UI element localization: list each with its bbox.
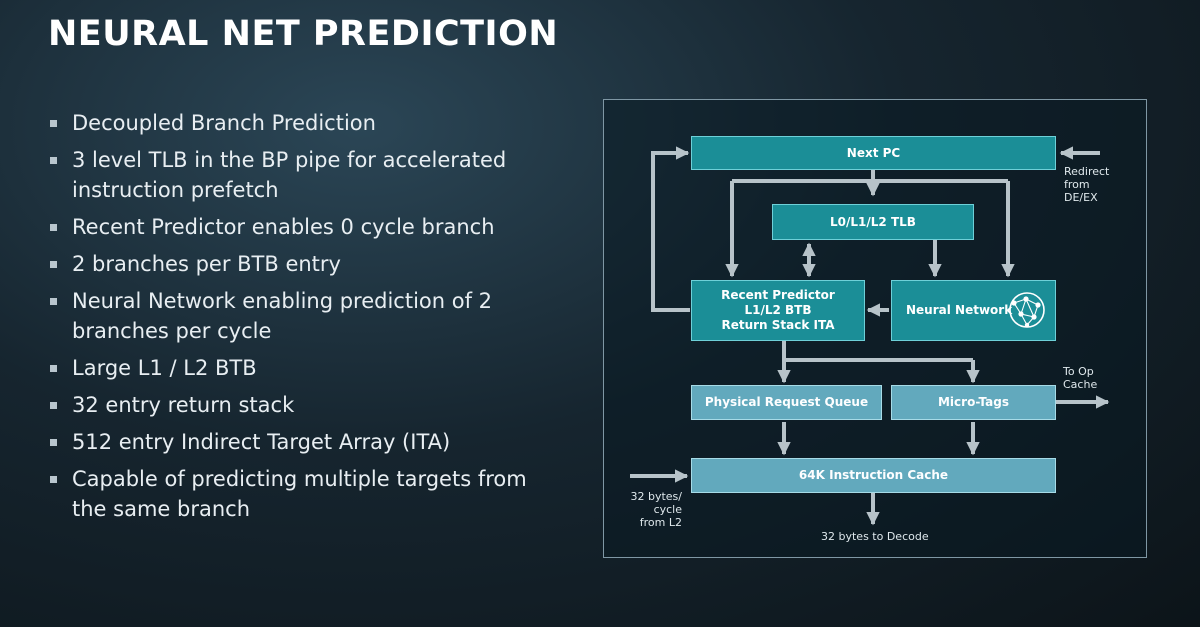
bullet-marker: [50, 298, 57, 305]
bullet-text: Neural Network enabling prediction of 2 …: [72, 289, 493, 343]
instruction-cache-label: 64K Instruction Cache: [798, 468, 949, 482]
micro-tags-label: Micro-Tags: [937, 395, 1009, 409]
bullet-marker: [50, 224, 57, 231]
to-op-cache-note: To Op Cache: [1063, 365, 1097, 391]
bullet-item: Recent Predictor enables 0 cycle branch: [48, 212, 528, 242]
l2-bytes-note: 32 bytes/ cycle from L2: [616, 490, 682, 529]
bullet-marker: [50, 157, 57, 164]
redirect-line: from: [1064, 178, 1090, 191]
bullet-text: 2 branches per BTB entry: [72, 252, 341, 276]
bullet-text: Recent Predictor enables 0 cycle branch: [72, 215, 495, 239]
to-op-line: To Op: [1063, 365, 1094, 378]
physical-request-queue-block: Physical Request Queue: [691, 385, 882, 420]
tlb-label: L0/L1/L2 TLB: [830, 214, 916, 229]
return-stack-label: Return Stack ITA: [721, 318, 835, 332]
tlb-block: L0/L1/L2 TLB: [772, 204, 974, 240]
redirect-note: Redirect from DE/EX: [1064, 165, 1109, 204]
bullet-text: 512 entry Indirect Target Array (ITA): [72, 430, 451, 454]
bullet-text: 3 level TLB in the BP pipe for accelerat…: [72, 148, 507, 202]
recent-predictor-label: Recent Predictor: [721, 288, 835, 302]
slide-title: NEURAL NET PREDICTION: [48, 14, 559, 54]
redirect-line: DE/EX: [1064, 191, 1098, 204]
decode-label: 32 bytes to Decode: [821, 530, 929, 543]
bullet-item: Neural Network enabling prediction of 2 …: [48, 286, 528, 346]
l2-bytes-line: cycle: [653, 503, 682, 516]
bullet-text: 32 entry return stack: [72, 393, 295, 417]
l2-bytes-line: from L2: [639, 516, 682, 529]
btb-label: L1/L2 BTB: [744, 303, 812, 317]
bullet-marker: [50, 365, 57, 372]
bullet-marker: [50, 261, 57, 268]
micro-tags-block: Micro-Tags: [891, 385, 1056, 420]
bullet-item: 3 level TLB in the BP pipe for accelerat…: [48, 145, 528, 205]
bullet-marker: [50, 439, 57, 446]
instruction-cache-block: 64K Instruction Cache: [691, 458, 1056, 493]
bullet-item: 512 entry Indirect Target Array (ITA): [48, 427, 528, 457]
bullet-marker: [50, 476, 57, 483]
bullet-item: Decoupled Branch Prediction: [48, 108, 528, 138]
l2-bytes-line: 32 bytes/: [630, 490, 682, 503]
neural-network-icon: [1009, 292, 1045, 328]
bullet-item: 2 branches per BTB entry: [48, 249, 528, 279]
bullet-marker: [50, 120, 57, 127]
diagram-arrows: [630, 146, 1110, 526]
decode-note: 32 bytes to Decode: [821, 530, 929, 543]
to-op-line: Cache: [1063, 378, 1098, 391]
branch-predictor-diagram: Next PC L0/L1/L2 TLB Recent Predictor L1…: [603, 99, 1147, 558]
bullet-item: 32 entry return stack: [48, 390, 528, 420]
bullet-item: Large L1 / L2 BTB: [48, 353, 528, 383]
physical-request-queue-label: Physical Request Queue: [704, 395, 869, 409]
recent-predictor-block: Recent Predictor L1/L2 BTB Return Stack …: [691, 280, 865, 341]
bullet-item: Capable of predicting multiple targets f…: [48, 464, 528, 524]
bullet-list: Decoupled Branch Prediction 3 level TLB …: [48, 108, 528, 531]
next-pc-label: Next PC: [846, 145, 901, 160]
neural-network-label: Neural Network: [906, 303, 1013, 317]
arrow-feedback-loop: [651, 146, 690, 312]
redirect-line: Redirect: [1064, 165, 1110, 178]
neural-network-block: Neural Network: [891, 280, 1056, 341]
bullet-text: Capable of predicting multiple targets f…: [72, 467, 527, 521]
bullet-text: Large L1 / L2 BTB: [72, 356, 257, 380]
bullet-marker: [50, 402, 57, 409]
bullet-text: Decoupled Branch Prediction: [72, 111, 376, 135]
next-pc-block: Next PC: [691, 136, 1056, 170]
